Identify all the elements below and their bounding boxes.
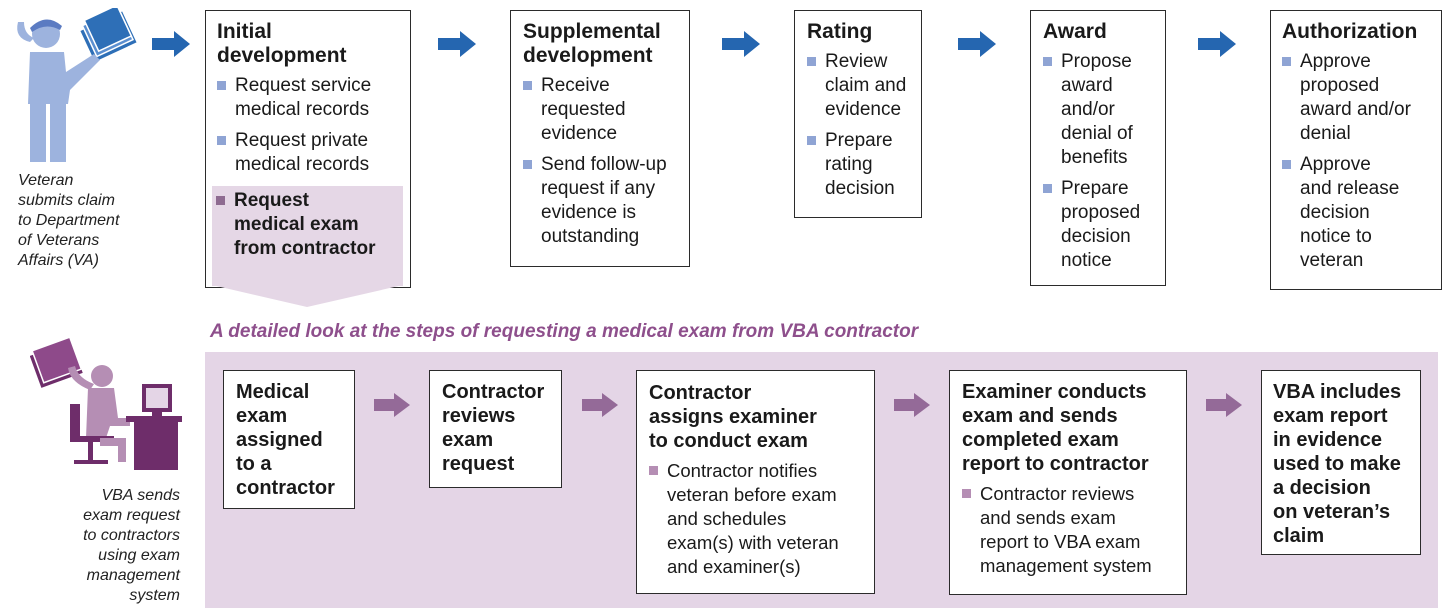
detail-step-vba-includes-report: VBA includes exam report in evidence use… [1261,370,1421,555]
detail-step-item: Contractor reviews and sends exam report… [962,482,1186,578]
vba-staff-at-computer-icon [29,336,185,473]
bullet-square-icon [807,57,816,66]
detail-step-title: Contractor assigns examiner to conduct e… [649,382,817,452]
stage-title: Rating [807,20,873,43]
stage-award: Award Propose award and/or denial of ben… [1030,10,1166,286]
right-arrow-icon [1206,393,1242,417]
detail-step-exam-assigned: Medical exam assigned to a contractor [223,370,355,509]
right-arrow-icon [958,31,996,57]
detail-section-title: A detailed look at the steps of requesti… [210,321,919,342]
right-arrow-icon [722,31,760,57]
stage-item: Review claim and evidence [807,50,921,122]
bullet-square-icon [216,196,225,205]
stage-rating: Rating Review claim and evidence Prepare… [794,10,922,218]
bullet-square-icon [1043,184,1052,193]
highlighted-step-label: Request medical exam from contractor [234,190,376,259]
bullet-square-icon [523,160,532,169]
stage-item: Request service medical records [217,74,410,122]
bullet-square-icon [217,136,226,145]
bullet-square-icon [962,489,971,498]
detail-step-title: VBA includes exam report in evidence use… [1273,381,1402,547]
stage-item: Approve and release decision notice to v… [1282,153,1441,273]
bullet-square-icon [1282,160,1291,169]
bullet-square-icon [1043,57,1052,66]
stage-title: Award [1043,20,1107,43]
stage-title: Initial development [217,20,347,67]
veteran-caption: Veteran submits claim to Department of V… [18,172,120,269]
detail-step-examiner-conducts: Examiner conducts exam and sends complet… [949,370,1187,595]
stage-title: Authorization [1282,20,1418,43]
highlight-band [212,186,403,286]
pointer-triangle [212,285,403,312]
detail-step-title: Contractor reviews exam request [442,381,545,475]
detail-step-contractor-reviews: Contractor reviews exam request [429,370,562,488]
vba-caption: VBA sends exam request to contractors us… [83,487,180,604]
stage-item: Receive requested evidence [523,74,689,146]
bullet-square-icon [649,466,658,475]
right-arrow-icon [1198,31,1236,57]
right-arrow-icon [894,393,930,417]
detail-step-title: Examiner conducts exam and sends complet… [962,381,1149,475]
stage-item: Prepare rating decision [807,129,921,201]
highlighted-step: Request medical exam from contractor [216,189,401,261]
stage-item: Propose award and/or denial of benefits [1043,50,1165,170]
right-arrow-icon [438,31,476,57]
stage-item: Approve proposed award and/or denial [1282,50,1441,146]
stage-authorization: Authorization Approve proposed award and… [1270,10,1442,290]
stage-supplemental-development: Supplemental development Receive request… [510,10,690,267]
right-arrow-icon [152,31,190,57]
right-arrow-icon [582,393,618,417]
stage-title: Supplemental development [523,20,661,67]
detail-step-assign-examiner: Contractor assigns examiner to conduct e… [636,370,875,594]
stage-item: Prepare proposed decision notice [1043,177,1165,273]
stage-item: Send follow-up request if any evidence i… [523,153,689,249]
bullet-square-icon [523,81,532,90]
bullet-square-icon [217,81,226,90]
right-arrow-icon [374,393,410,417]
detail-step-title: Medical exam assigned to a contractor [236,381,335,499]
detail-step-item: Contractor notifies veteran before exam … [649,459,874,579]
veteran-icon [8,4,138,168]
bullet-square-icon [807,136,816,145]
stage-item: Request private medical records [217,129,410,177]
bullet-square-icon [1282,57,1291,66]
